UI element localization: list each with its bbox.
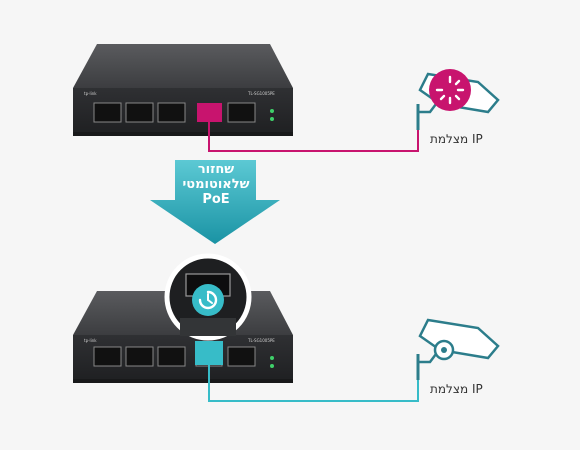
bottom-camera-label: מצלמת IP [430, 382, 483, 396]
bottom-switch-model: TL-SG1005PE [248, 338, 275, 343]
down-arrow-icon [150, 160, 280, 244]
cable-connector [195, 341, 223, 365]
arrow-text-line2: שלאוטומטי [182, 177, 250, 192]
bottom-cable [208, 365, 419, 402]
power-led [270, 109, 274, 113]
bottom-camera [416, 318, 500, 380]
top-camera [416, 69, 500, 130]
recovery-arrow [150, 160, 280, 244]
power-led [270, 356, 274, 360]
arrow-text-line3: PoE [202, 192, 230, 207]
top-camera-label: מצלמת IP [430, 132, 483, 146]
arrow-text-line1: שחזור [197, 162, 235, 177]
port [125, 346, 154, 367]
top-switch-brand: tp-link [84, 91, 97, 96]
zoom-magnifier [164, 253, 252, 341]
top-switch [73, 44, 293, 136]
top-switch-lid [73, 44, 293, 88]
top-cable [208, 118, 419, 152]
port [93, 102, 122, 123]
top-switch-model: TL-SG1005PE [248, 91, 275, 96]
top-switch-ports [93, 102, 256, 123]
port [157, 102, 186, 123]
error-spinner-icon [429, 69, 471, 111]
bottom-switch-brand: tp-link [84, 338, 97, 343]
port [157, 346, 186, 367]
poe-led [270, 364, 274, 368]
port [227, 102, 256, 123]
bottom-switch-ports [93, 346, 256, 367]
port [93, 346, 122, 367]
port-error [197, 103, 222, 122]
port [227, 346, 256, 367]
bottom-camera-body [418, 318, 500, 360]
poe-led [270, 117, 274, 121]
port [125, 102, 154, 123]
